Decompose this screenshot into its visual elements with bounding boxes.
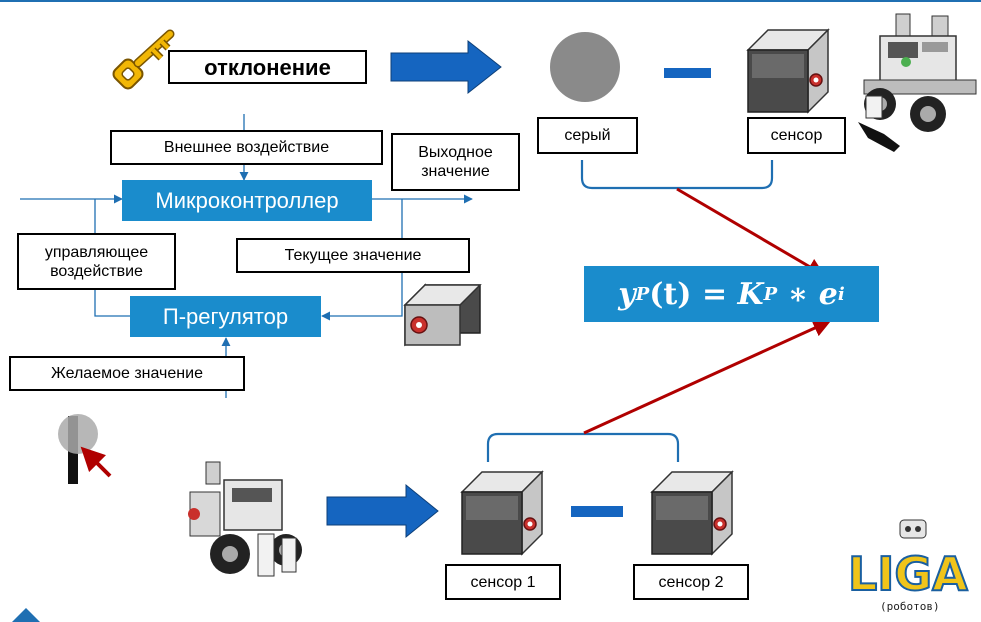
logo-main-text: LIGA <box>848 547 968 601</box>
bottom-brace <box>486 432 680 462</box>
big-arrow-top <box>390 39 502 95</box>
red-arrow-top <box>676 187 826 276</box>
sensor2-label: сенсор 2 <box>633 564 749 600</box>
formula-t: (t) <box>649 276 692 312</box>
light-sensor-icon <box>746 28 830 114</box>
formula-op: ∗ <box>787 276 809 312</box>
robot-icon <box>858 13 977 152</box>
desired-value-label: Желаемое значение <box>9 356 245 391</box>
formula-eq: = <box>701 276 728 312</box>
light-sensor-icon <box>650 470 734 556</box>
formula-y: y <box>618 276 636 312</box>
sensor1-label: сенсор 1 <box>445 564 561 600</box>
deviation-label: отклонение <box>168 50 367 84</box>
gray-label: серый <box>537 117 638 154</box>
output-value-label: Выходное значение <box>391 133 520 191</box>
line-sensor-icon <box>58 414 112 484</box>
minus-sign-bottom <box>571 506 623 517</box>
external-effect-label: Внешнее воздействие <box>110 130 383 165</box>
red-arrow-bottom <box>583 319 832 435</box>
formula-k: K <box>737 276 764 312</box>
gray-color-sample <box>550 32 620 102</box>
robot-icon <box>188 461 302 577</box>
formula-e-sub: i <box>837 283 845 305</box>
logo-sub-text: (роботов) <box>880 600 940 613</box>
top-brace <box>580 160 774 190</box>
p-regulator-block: П-регулятор <box>130 296 321 337</box>
top-divider-line <box>0 0 981 2</box>
corner-ornament <box>12 608 40 622</box>
formula-e: e <box>818 276 838 312</box>
sensor-label: сенсор <box>747 117 846 154</box>
control-effect-label: управляющее воздействие <box>17 233 176 290</box>
microcontroller-block: Микроконтроллер <box>122 180 372 221</box>
current-value-label: Текущее значение <box>236 238 470 273</box>
big-arrow-bottom <box>326 483 439 539</box>
formula-y-sub: P <box>635 283 650 305</box>
light-sensor-icon <box>460 470 544 556</box>
light-sensor-icon <box>403 283 482 347</box>
minus-sign-top <box>664 68 711 78</box>
formula-k-sub: P <box>763 283 778 305</box>
